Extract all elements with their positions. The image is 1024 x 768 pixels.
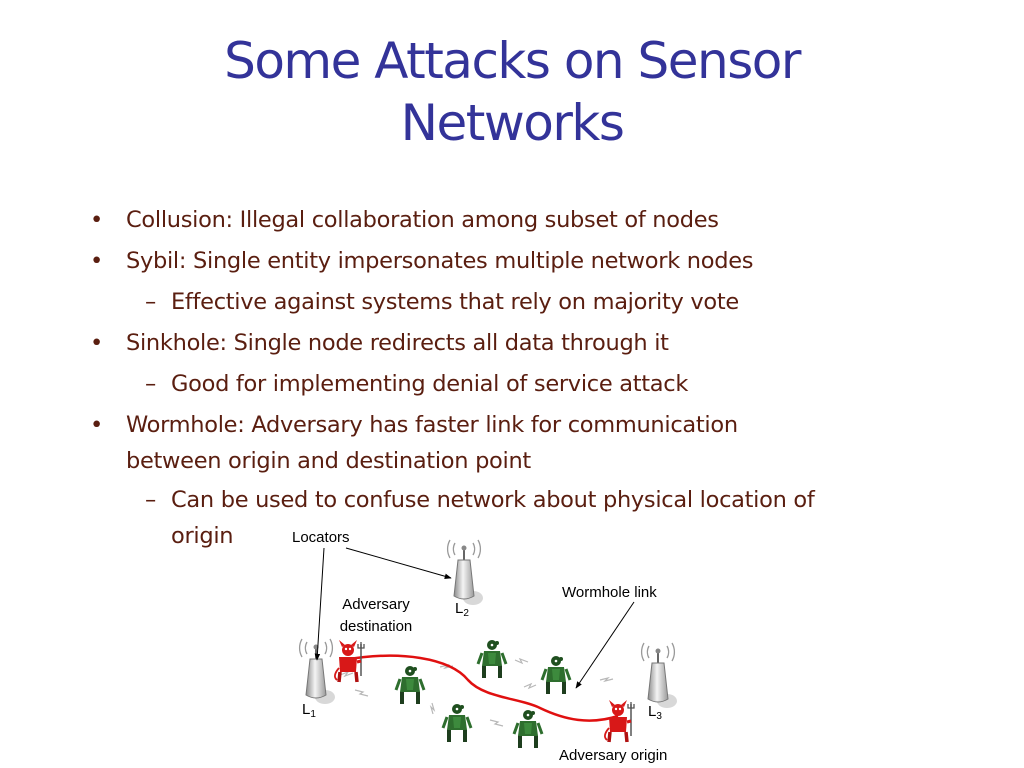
bullet-text: Collusion: Illegal collaboration among s…	[126, 207, 719, 233]
dash-marker: –	[145, 371, 156, 397]
bullet-marker: •	[90, 330, 103, 356]
sensor-node	[512, 708, 544, 750]
sensor-node	[441, 702, 473, 744]
radio-link	[599, 676, 614, 683]
wormhole-link-label: Wormhole link	[562, 584, 657, 601]
bullet-wormhole: • Wormhole: Adversary has faster link fo…	[90, 407, 738, 479]
sub-bullet-text: Can be used to confuse network about phy…	[171, 487, 815, 513]
label-l3: L3	[648, 703, 662, 722]
label-l2: L2	[455, 600, 469, 619]
bullet-marker: •	[90, 207, 103, 233]
bullet-sinkhole: • Sinkhole: Single node redirects all da…	[90, 325, 669, 361]
wormhole-arrow	[575, 601, 635, 689]
label-l1: L1	[302, 701, 316, 720]
bullet-sybil: • Sybil: Single entity impersonates mult…	[90, 243, 754, 279]
bullet-text: Sybil: Single entity impersonates multip…	[126, 248, 754, 274]
locator-tower-l2	[446, 539, 484, 606]
bullet-marker: •	[90, 248, 103, 274]
sensor-node	[540, 654, 572, 696]
adversary-destination-label-line1: Adversary	[342, 596, 410, 613]
locators-arrow-l1	[314, 547, 325, 661]
adversary-destination-node	[333, 638, 366, 684]
radio-link	[429, 702, 436, 715]
adversary-origin-node	[603, 698, 636, 744]
sub-bullet-physical-location: – Can be used to confuse network about p…	[145, 482, 815, 554]
sub-bullet-text: Effective against systems that rely on m…	[171, 289, 739, 315]
radio-link	[523, 682, 537, 690]
adversary-destination-label-line2: destination	[340, 618, 413, 635]
bullet-marker: •	[90, 412, 103, 438]
bullet-text-continued: between origin and destination point	[126, 448, 531, 474]
sub-bullet-text-continued: origin	[171, 523, 234, 549]
bullet-text: Sinkhole: Single node redirects all data…	[126, 330, 669, 356]
radio-link	[489, 719, 504, 727]
radio-link	[339, 670, 354, 678]
dash-marker: –	[145, 487, 156, 513]
title-line-1: Some Attacks on Sensor	[224, 32, 801, 90]
annotation-arrows	[314, 547, 635, 689]
title-line-2: Networks	[400, 94, 625, 152]
locators-label: Locators	[292, 529, 350, 546]
radio-link	[514, 657, 529, 665]
bullet-collusion: • Collusion: Illegal collaboration among…	[90, 202, 719, 238]
wormhole-link-line	[343, 654, 619, 722]
sub-bullet-text: Good for implementing denial of service …	[171, 371, 689, 397]
sub-bullet-majority-vote: – Effective against systems that rely on…	[145, 284, 739, 320]
sensor-node	[394, 664, 426, 706]
locators-arrow-l2	[345, 547, 452, 579]
adversary-origin-label: Adversary origin	[559, 747, 667, 764]
sensor-node	[476, 638, 508, 680]
radio-links	[339, 657, 614, 727]
locator-tower-l3	[640, 642, 678, 709]
slide-title: Some Attacks on Sensor Networks	[0, 30, 1024, 154]
sub-bullet-denial-of-service: – Good for implementing denial of servic…	[145, 366, 689, 402]
radio-link	[354, 689, 369, 697]
dash-marker: –	[145, 289, 156, 315]
bullet-text: Wormhole: Adversary has faster link for …	[126, 412, 738, 438]
